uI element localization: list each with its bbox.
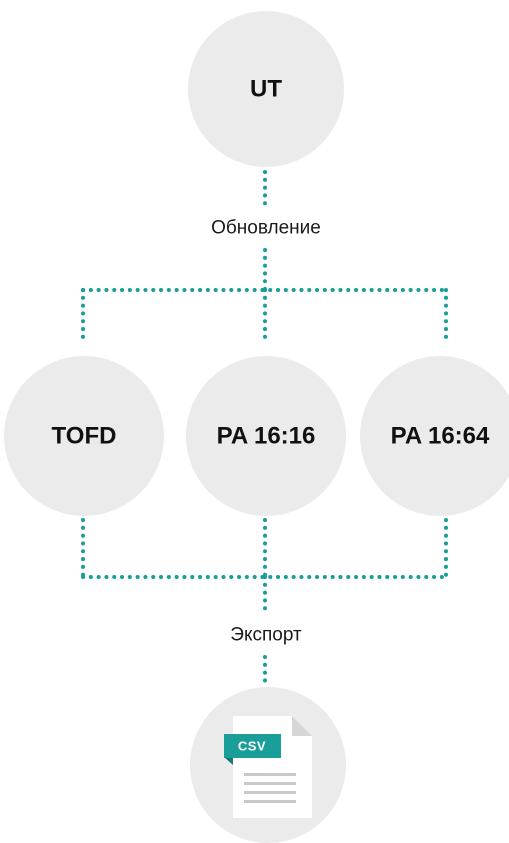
node-pa1664-circle (360, 356, 509, 516)
export-label: Экспорт (230, 625, 302, 646)
csv-file-icon: CSV (224, 716, 312, 818)
file-line-1 (244, 773, 296, 776)
node-tofd-label: TOFD (52, 423, 117, 450)
file-line-3 (244, 791, 296, 794)
file-fold (292, 716, 312, 736)
node-tofd-circle (4, 356, 164, 516)
csv-badge-tail (224, 757, 233, 765)
node-pa1616: PA 16:16 (186, 356, 346, 516)
csv-badge-label: CSV (238, 739, 266, 754)
node-pa1664: PA 16:64 (360, 356, 509, 516)
node-ut-circle (188, 11, 344, 167)
file-line-4 (244, 800, 296, 803)
node-ut: UT (188, 11, 344, 167)
connectors (81, 170, 448, 688)
file-line-2 (244, 782, 296, 785)
node-pa1616-circle (186, 356, 346, 516)
node-pa1664-label: PA 16:64 (391, 423, 490, 450)
csv-badge (224, 734, 281, 758)
node-ut-label: UT (250, 76, 282, 103)
node-csv-output: CSV (190, 687, 346, 843)
node-pa1616-label: PA 16:16 (217, 423, 316, 450)
node-tofd: TOFD (4, 356, 164, 516)
update-label: Обновление (211, 218, 321, 239)
